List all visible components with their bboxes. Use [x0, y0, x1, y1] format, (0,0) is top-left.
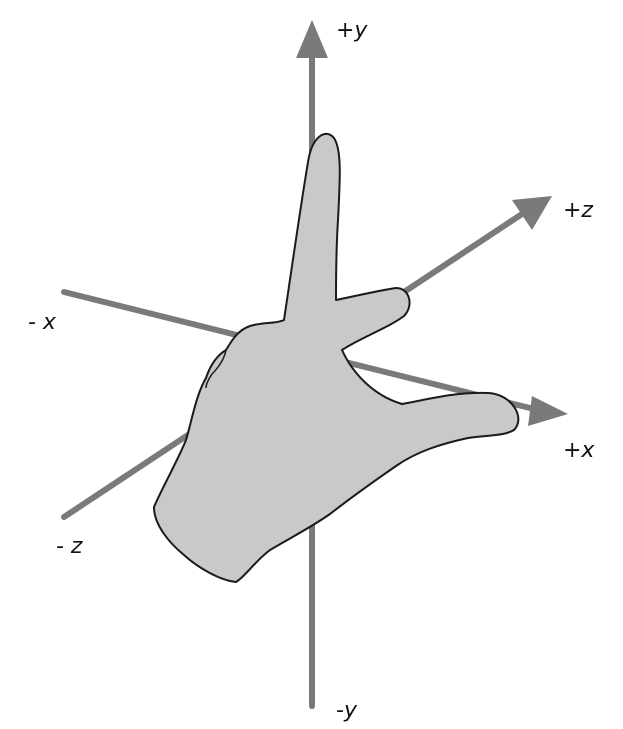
z-axis-arrowhead [512, 196, 552, 230]
label-pos-z: +z [563, 198, 593, 223]
hand-illustration [153, 132, 520, 583]
y-axis-arrowhead [296, 20, 328, 58]
label-neg-x: - x [28, 310, 56, 335]
label-pos-x: +x [563, 438, 595, 463]
knuckle-crease [205, 373, 213, 389]
label-pos-y: +y [336, 18, 368, 43]
x-axis-arrowhead [528, 396, 568, 426]
label-neg-z: - z [56, 534, 83, 559]
knuckle-crease [211, 349, 227, 375]
label-neg-y: -y [336, 698, 357, 723]
hand-shape [153, 132, 520, 583]
